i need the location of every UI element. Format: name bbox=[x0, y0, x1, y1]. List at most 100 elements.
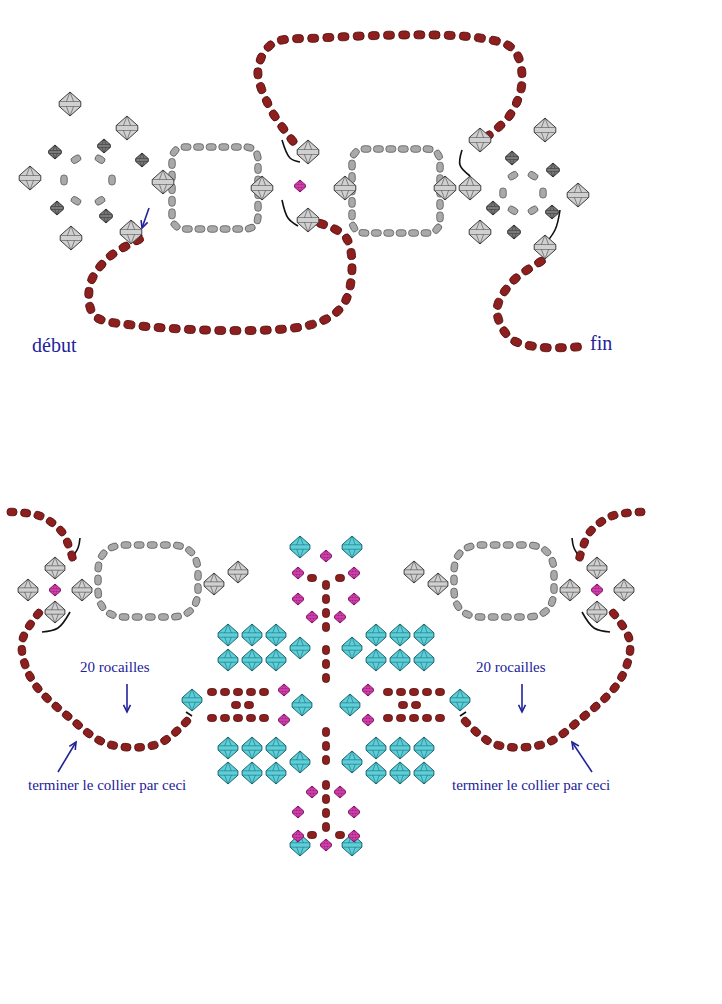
bicone-crystal bbox=[414, 624, 434, 646]
bicone-crystal bbox=[587, 557, 607, 579]
crystal-facet bbox=[290, 764, 310, 765]
crystal-facet bbox=[293, 597, 304, 598]
crystal-body bbox=[334, 176, 356, 200]
crystal-body bbox=[342, 637, 362, 659]
crystal-facet bbox=[131, 220, 135, 230]
crystal-facet bbox=[421, 649, 424, 658]
crystal-body bbox=[293, 593, 304, 605]
crystal-facet bbox=[460, 689, 463, 698]
crystal-facet bbox=[397, 762, 400, 771]
crystal-facet bbox=[310, 793, 312, 798]
crystal-facet bbox=[282, 714, 284, 719]
crystal-body bbox=[292, 694, 312, 716]
seed-bead bbox=[94, 154, 106, 165]
seed-bead bbox=[51, 701, 63, 713]
bicone-crystal bbox=[100, 209, 113, 223]
seed-bead bbox=[32, 608, 44, 620]
crystal-facet bbox=[508, 230, 521, 231]
seed-bead bbox=[622, 658, 632, 670]
crystal-facet bbox=[400, 737, 403, 746]
crystal-facet bbox=[354, 806, 356, 811]
crystal-facet bbox=[279, 721, 290, 722]
crystal-facet bbox=[189, 702, 192, 711]
crystal-facet bbox=[363, 721, 374, 722]
seed-bead bbox=[260, 689, 269, 696]
crystal-facet bbox=[342, 650, 362, 651]
seed-bead bbox=[33, 510, 45, 520]
crystal-facet bbox=[104, 139, 106, 145]
crystal-body bbox=[560, 579, 580, 601]
seed-bead bbox=[94, 259, 107, 273]
bicone-crystal bbox=[614, 579, 634, 601]
crystal-facet bbox=[163, 170, 167, 180]
crystal-facet bbox=[352, 637, 355, 646]
crystal-body bbox=[266, 649, 286, 671]
crystal-facet bbox=[326, 846, 328, 851]
seed-bead bbox=[540, 343, 551, 351]
crystal-facet bbox=[349, 837, 360, 838]
seed-bead bbox=[410, 715, 419, 722]
crystal-facet bbox=[376, 662, 379, 671]
crystal-facet bbox=[252, 662, 255, 671]
crystal-facet bbox=[298, 830, 300, 835]
crystal-facet bbox=[297, 751, 300, 760]
crystal-facet bbox=[342, 847, 362, 848]
crystal-facet bbox=[354, 813, 356, 818]
crystal-facet bbox=[376, 775, 379, 784]
crystal-facet bbox=[297, 650, 300, 659]
crystal-facet bbox=[414, 657, 434, 658]
crystal-facet bbox=[53, 153, 55, 159]
seed-bead bbox=[147, 741, 158, 751]
seed-bead bbox=[182, 226, 192, 233]
crystal-facet bbox=[469, 137, 491, 138]
crystal-body bbox=[366, 624, 386, 646]
crystal-facet bbox=[57, 201, 59, 207]
crystal-facet bbox=[373, 662, 376, 671]
crystal-facet bbox=[106, 217, 108, 223]
bicone-crystal bbox=[366, 737, 386, 759]
crystal-facet bbox=[242, 770, 262, 771]
crystal-facet bbox=[252, 637, 255, 646]
crystal-facet bbox=[352, 751, 355, 760]
crystal-facet bbox=[218, 637, 238, 638]
seed-bead bbox=[195, 226, 205, 233]
seed-bead bbox=[20, 658, 30, 670]
seed-bead bbox=[503, 542, 513, 549]
crystal-facet bbox=[480, 142, 484, 152]
seed-bead bbox=[516, 542, 526, 549]
bicone-crystal bbox=[152, 170, 174, 194]
crystal-facet bbox=[338, 618, 340, 623]
thread-line bbox=[460, 150, 470, 176]
crystal-facet bbox=[469, 142, 491, 143]
bicone-crystal bbox=[335, 611, 346, 623]
bicone-crystal bbox=[349, 567, 360, 579]
crystal-facet bbox=[140, 161, 142, 167]
seed-bead bbox=[173, 542, 184, 550]
crystal-facet bbox=[218, 775, 238, 776]
crystal-facet bbox=[480, 234, 484, 244]
seed-bead bbox=[341, 233, 353, 246]
crystal-facet bbox=[79, 592, 82, 601]
bead-guide bbox=[258, 35, 522, 140]
seed-bead bbox=[540, 188, 547, 198]
crystal-facet bbox=[592, 591, 603, 592]
crystal-facet bbox=[551, 163, 553, 169]
crystal-facet bbox=[459, 185, 481, 186]
seed-bead bbox=[323, 756, 330, 765]
crystal-facet bbox=[228, 737, 231, 746]
crystal-facet bbox=[340, 611, 342, 616]
crystal-facet bbox=[326, 839, 328, 844]
crystal-facet bbox=[214, 573, 217, 582]
crystal-facet bbox=[594, 570, 597, 579]
bicone-crystal bbox=[450, 689, 470, 711]
seed-bead bbox=[231, 144, 241, 151]
crystal-facet bbox=[592, 588, 603, 589]
crystal-facet bbox=[363, 691, 374, 692]
note-text: 20 rocailles bbox=[80, 659, 150, 675]
crystal-facet bbox=[347, 694, 350, 703]
crystal-facet bbox=[266, 657, 286, 658]
seed-bead bbox=[475, 614, 485, 621]
pattern-note: 20 rocailles bbox=[476, 658, 546, 676]
crystal-facet bbox=[242, 775, 262, 776]
crystal-facet bbox=[541, 249, 545, 259]
